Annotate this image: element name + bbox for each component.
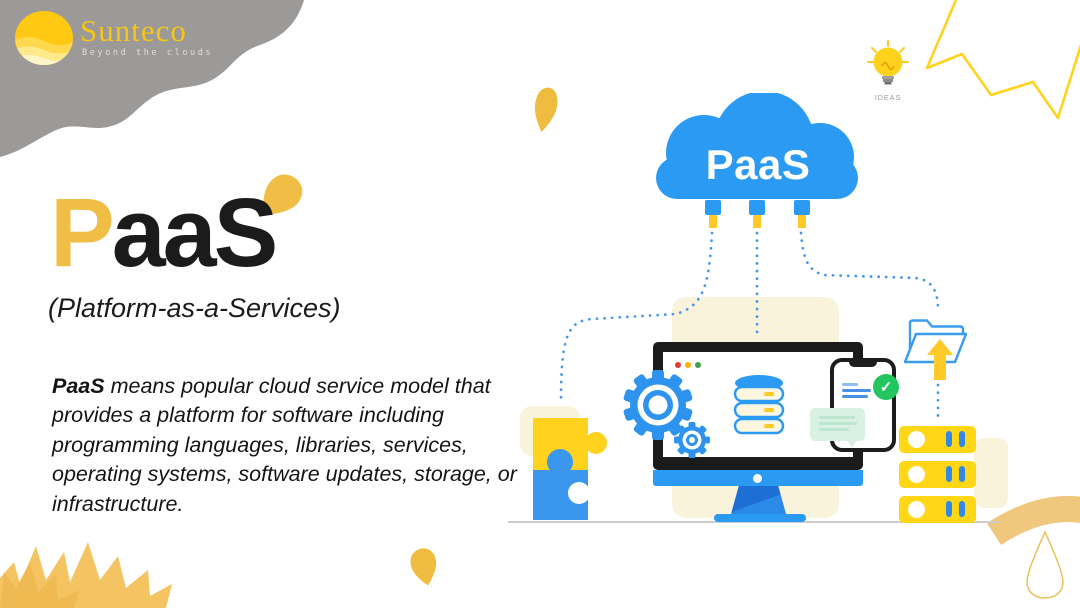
upload-arrow-icon xyxy=(927,339,953,380)
monitor-base xyxy=(714,514,806,522)
cloud-label: PaaS xyxy=(705,141,811,188)
phone-icon xyxy=(810,358,896,452)
server-led xyxy=(908,431,925,448)
plug-head xyxy=(794,200,810,215)
plug-stem xyxy=(798,215,806,228)
gear-icon-large xyxy=(623,370,693,440)
phone-notch xyxy=(849,361,877,367)
folder-upload-icon xyxy=(903,319,968,380)
puzzle-icon xyxy=(533,418,607,520)
puzzle-notch xyxy=(568,482,590,504)
server-slot xyxy=(946,466,952,482)
monitor-button xyxy=(753,474,762,483)
brand-tagline: Beyond the clouds xyxy=(82,48,214,58)
sun-icon xyxy=(15,11,73,65)
server-slot xyxy=(959,501,965,517)
server-led xyxy=(908,466,925,483)
puzzle-knob-blue xyxy=(547,449,573,475)
page-title-accent: P xyxy=(50,178,115,287)
teardrop-decoration-bottom xyxy=(410,548,437,586)
ground-line xyxy=(508,521,1000,523)
green-dot-icon xyxy=(695,362,701,368)
gear-icon-small xyxy=(674,422,710,458)
monitor-stand xyxy=(731,486,786,514)
chat-bubble-icon xyxy=(810,408,865,448)
phone-text-line xyxy=(842,383,858,386)
yellow-dot-icon xyxy=(685,362,691,368)
description-lead: PaaS xyxy=(52,374,105,398)
server-led xyxy=(908,501,925,518)
page-subtitle: (Platform-as-a-Services) xyxy=(48,293,341,323)
chat-text-line xyxy=(819,416,855,419)
teardrop-decoration-top xyxy=(534,87,558,132)
phone-text-line xyxy=(842,395,868,398)
puzzle-knob-yellow xyxy=(585,432,607,454)
page-title-rest: aaS xyxy=(111,178,279,287)
plug-icon-left xyxy=(705,200,721,228)
monitor-bezel xyxy=(653,470,863,486)
dotted-connector-right xyxy=(799,231,940,312)
plug-stem xyxy=(709,215,717,228)
description-text: means popular cloud service model that p… xyxy=(52,374,517,516)
server-unit xyxy=(899,496,976,523)
brand-name: Sunteco xyxy=(80,13,187,48)
gray-blob-shape xyxy=(0,0,304,157)
server-unit xyxy=(899,461,976,488)
cream-backdrop-servers xyxy=(974,438,1008,508)
arc-decoration xyxy=(986,496,1080,546)
teardrop-outline-decoration xyxy=(1026,530,1064,599)
plug-head xyxy=(749,200,765,215)
chat-text-line xyxy=(819,422,857,425)
starburst-decoration-small xyxy=(0,562,80,608)
plug-icon-right xyxy=(794,200,810,228)
server-unit xyxy=(899,426,976,453)
plug-stem xyxy=(753,215,761,228)
gears-icon xyxy=(623,370,710,458)
red-dot-icon xyxy=(675,362,681,368)
server-slot xyxy=(946,501,952,517)
check-icon: ✓ xyxy=(873,374,899,400)
chat-bubble-tail xyxy=(847,440,857,448)
database-icon xyxy=(733,375,785,435)
cloud-icon xyxy=(656,93,858,199)
plug-icon-middle xyxy=(749,200,765,228)
zigzag-decoration xyxy=(925,0,1080,120)
server-slot xyxy=(959,466,965,482)
server-slot xyxy=(946,431,952,447)
plug-head xyxy=(705,200,721,215)
dotted-connector-left xyxy=(559,231,714,402)
page-title: PaaS xyxy=(50,184,278,281)
phone-text-line xyxy=(842,389,871,392)
lightbulb-icon xyxy=(867,40,909,85)
server-slot xyxy=(959,431,965,447)
teardrop-decoration-heading xyxy=(263,174,303,215)
ideas-label: IDEAS xyxy=(874,93,902,102)
chat-text-line xyxy=(819,428,849,431)
description-paragraph: PaaS means popular cloud service model t… xyxy=(52,372,527,519)
